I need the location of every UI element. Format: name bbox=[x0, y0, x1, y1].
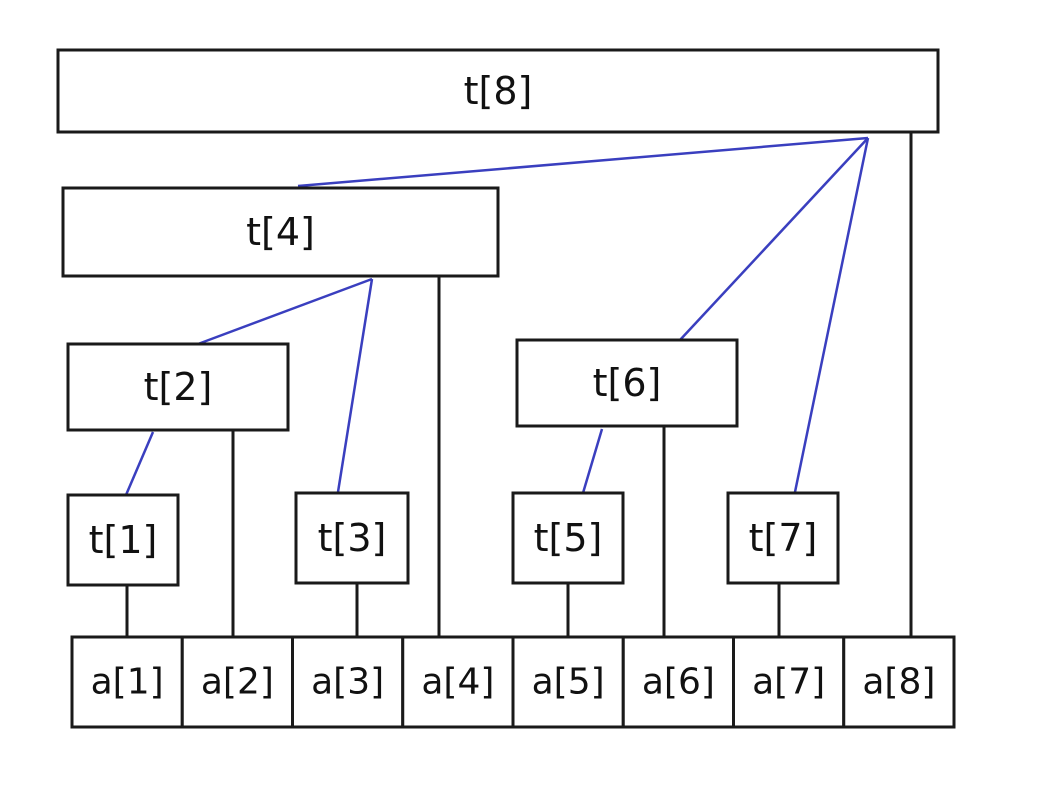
node-label-t6: t[6] bbox=[593, 361, 662, 405]
cell-a7: a[7] bbox=[732, 635, 846, 729]
node-t5: t[5] bbox=[511, 491, 625, 585]
node-label-t4: t[4] bbox=[246, 210, 315, 254]
cell-box-a1 bbox=[70, 635, 184, 729]
node-label-t3: t[3] bbox=[318, 516, 387, 560]
edge-t6-t5 bbox=[581, 428, 604, 494]
cell-a4: a[4] bbox=[401, 635, 515, 729]
node-label-t5: t[5] bbox=[534, 516, 603, 560]
node-box-t4 bbox=[61, 186, 500, 278]
node-box-t3 bbox=[294, 491, 410, 585]
node-t4: t[4] bbox=[61, 186, 500, 278]
node-box-t7 bbox=[726, 491, 840, 585]
node-t3: t[3] bbox=[294, 491, 410, 585]
cell-label-a1: a[1] bbox=[91, 662, 164, 703]
node-t7: t[7] bbox=[726, 491, 840, 585]
node-box-t1 bbox=[66, 493, 180, 587]
node-box-t6 bbox=[515, 338, 739, 428]
node-t2: t[2] bbox=[66, 342, 290, 432]
cell-label-a2: a[2] bbox=[201, 662, 274, 703]
node-t1: t[1] bbox=[66, 493, 180, 587]
cell-box-a3 bbox=[291, 635, 405, 729]
edge-t8-t7 bbox=[793, 137, 870, 493]
node-box-t2 bbox=[66, 342, 290, 432]
cell-label-a7: a[7] bbox=[752, 662, 825, 703]
cell-box-a4 bbox=[401, 635, 515, 729]
cell-a8: a[8] bbox=[842, 635, 956, 729]
cell-label-a6: a[6] bbox=[642, 662, 715, 703]
tree-nodes: t[8] t[4] t[2] t[6] t[1] t[3] t[5] t[7] bbox=[56, 48, 940, 587]
node-label-t8: t[8] bbox=[464, 69, 533, 113]
cell-a1: a[1] bbox=[70, 635, 184, 729]
cell-label-a8: a[8] bbox=[862, 662, 935, 703]
edge-t4-t3 bbox=[336, 278, 374, 493]
node-label-t1: t[1] bbox=[89, 518, 158, 562]
cell-box-a5 bbox=[511, 635, 625, 729]
edge-t4-t2 bbox=[197, 277, 373, 346]
edge-t8-t4 bbox=[297, 136, 869, 188]
node-label-t2: t[2] bbox=[144, 365, 213, 409]
tree-edges bbox=[124, 136, 870, 496]
node-box-t8 bbox=[56, 48, 940, 134]
node-label-t7: t[7] bbox=[749, 516, 818, 560]
node-t8: t[8] bbox=[56, 48, 940, 134]
edge-t2-t1 bbox=[124, 431, 155, 496]
cell-label-a4: a[4] bbox=[421, 662, 494, 703]
cell-a6: a[6] bbox=[621, 635, 735, 729]
cell-box-a6 bbox=[621, 635, 735, 729]
edge-t8-t6 bbox=[679, 137, 869, 341]
node-t6: t[6] bbox=[515, 338, 739, 428]
cell-links bbox=[125, 132, 913, 637]
cell-box-a8 bbox=[842, 635, 956, 729]
cell-a5: a[5] bbox=[511, 635, 625, 729]
node-box-t5 bbox=[511, 491, 625, 585]
cell-label-a5: a[5] bbox=[532, 662, 605, 703]
cell-label-a3: a[3] bbox=[311, 662, 384, 703]
cell-a3: a[3] bbox=[291, 635, 405, 729]
array-cells: a[1] a[2] a[3] a[4] a[5] a[6] a[7] a[8] bbox=[70, 635, 956, 729]
cell-a2: a[2] bbox=[180, 635, 294, 729]
